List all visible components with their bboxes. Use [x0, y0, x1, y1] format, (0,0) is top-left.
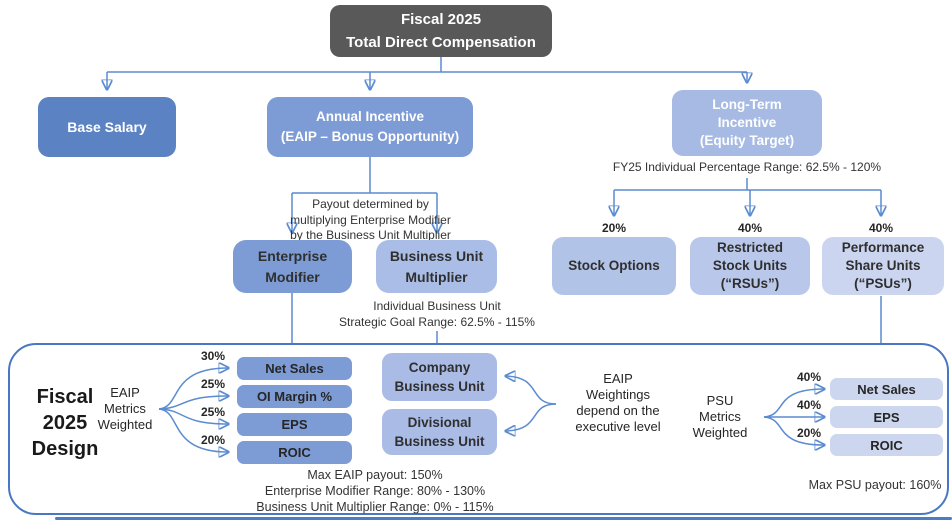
psu-pct-net-sales: 40% [796, 370, 822, 384]
eaip-pct-oi-margin: 25% [200, 377, 226, 391]
eaip-pct-roic: 20% [200, 433, 226, 447]
eaip-metric-roic: ROIC [237, 441, 352, 464]
design-heading: Fiscal 2025 Design [31, 386, 99, 460]
box-performance-share-units: Performance Share Units (“PSUs”) [822, 237, 944, 295]
psu-pct-eps: 40% [796, 398, 822, 412]
note-max-psu-payout: Max PSU payout: 160% [808, 478, 942, 492]
box-long-term-incentive: Long-Term Incentive (Equity Target) [672, 90, 822, 156]
eaip-metrics-heading: EAIP Metrics Weighted [97, 385, 153, 432]
note-fy25-individual-range: FY25 Individual Percentage Range: 62.5% … [612, 160, 882, 174]
note-bu-strategic-goal-range: Individual Business Unit Strategic Goal … [339, 299, 535, 329]
psu-metric-net-sales: Net Sales [830, 378, 943, 400]
eaip-pct-eps: 25% [200, 405, 226, 419]
eaip-metric-net-sales: Net Sales [237, 357, 352, 380]
note-eaip-ranges: Max EAIP payout: 150% Enterprise Modifie… [256, 468, 494, 514]
box-annual-incentive: Annual Incentive (EAIP – Bonus Opportuni… [267, 97, 473, 157]
box-company-business-unit: Company Business Unit [382, 353, 497, 401]
box-divisional-business-unit: Divisional Business Unit [382, 409, 497, 455]
psu-pct-roic: 20% [796, 426, 822, 440]
eaip-metric-oi-margin: OI Margin % [237, 385, 352, 408]
box-restricted-stock-units: Restricted Stock Units (“RSUs”) [690, 237, 810, 295]
note-payout-determination: Payout determined by multiplying Enterpr… [290, 197, 451, 242]
pct-rsus: 40% [737, 221, 763, 235]
psu-metrics-heading: PSU Metrics Weighted [692, 393, 748, 440]
title-box: Fiscal 2025 Total Direct Compensation [330, 5, 552, 57]
pct-stock-options: 20% [601, 221, 627, 235]
pct-psus: 40% [868, 221, 894, 235]
eaip-metric-eps: EPS [237, 413, 352, 436]
footer-rule [55, 517, 952, 520]
box-base-salary: Base Salary [38, 97, 176, 157]
design-container [8, 343, 949, 515]
box-enterprise-modifier: Enterprise Modifier [233, 240, 352, 293]
eaip-pct-net-sales: 30% [200, 349, 226, 363]
psu-metric-eps: EPS [830, 406, 943, 428]
psu-metric-roic: ROIC [830, 434, 943, 456]
box-business-unit-multiplier: Business Unit Multiplier [376, 240, 497, 293]
box-stock-options: Stock Options [552, 237, 676, 295]
note-eaip-weightings: EAIP Weightings depend on the executive … [575, 371, 661, 434]
